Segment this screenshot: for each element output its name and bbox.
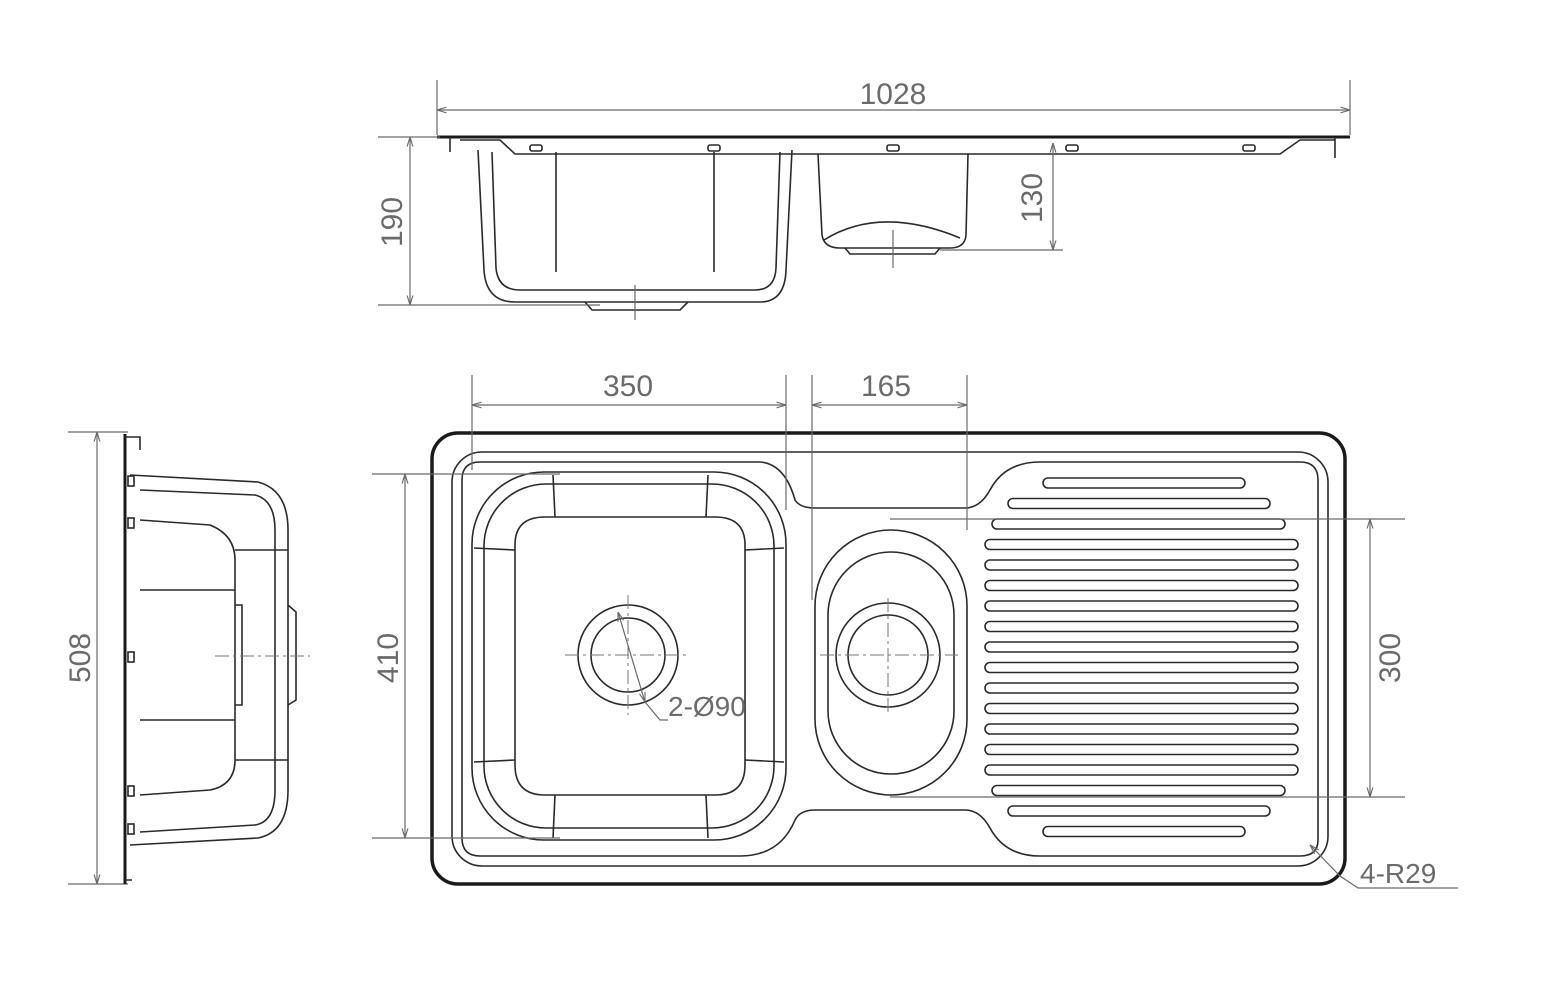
overall-width-label: 508 bbox=[64, 633, 97, 683]
small-bowl-length-label: 300 bbox=[1374, 633, 1407, 683]
overall-length-label: 1028 bbox=[860, 78, 927, 111]
drainer-rib bbox=[991, 784, 1286, 797]
plan-view: 2-Ø90 350 165 410 300 4-R29 bbox=[372, 370, 1458, 889]
side-elevation-view: 1028 190 130 bbox=[376, 78, 1351, 320]
large-bowl-width-label: 350 bbox=[603, 370, 653, 403]
large-bowl bbox=[471, 471, 787, 841]
drainer-rib bbox=[984, 538, 1299, 551]
drainer-rib bbox=[1007, 497, 1271, 510]
drainer-rib bbox=[1042, 825, 1246, 838]
small-bowl-profile bbox=[817, 153, 969, 249]
drainer-rib bbox=[984, 702, 1299, 715]
drainer-rib bbox=[984, 641, 1299, 653]
drainer-rib bbox=[984, 600, 1299, 612]
overall-depth-label: 190 bbox=[376, 197, 409, 247]
sink-outline bbox=[430, 431, 1347, 886]
drainer-rib bbox=[1007, 805, 1271, 817]
drainer-rib bbox=[984, 620, 1299, 633]
drainer-rib bbox=[991, 518, 1286, 530]
drainer-rib bbox=[984, 743, 1299, 756]
small-bowl-depth-label: 130 bbox=[1016, 173, 1049, 223]
bowl-length-label: 410 bbox=[372, 633, 405, 683]
drainer-rib bbox=[984, 723, 1299, 735]
drainer-rib bbox=[984, 682, 1299, 694]
large-bowl-profile bbox=[477, 149, 793, 303]
drainer-rib bbox=[984, 579, 1299, 592]
corner-radius-label: 4-R29 bbox=[1360, 858, 1436, 889]
drainer-ribs bbox=[984, 477, 1299, 838]
end-elevation-view: 508 bbox=[64, 431, 310, 885]
drainer-rib bbox=[984, 764, 1299, 776]
drainer-rib bbox=[1042, 477, 1246, 489]
small-bowl bbox=[814, 529, 968, 796]
drainer-rib bbox=[984, 661, 1299, 674]
waste-diameter-label: 2-Ø90 bbox=[668, 691, 746, 722]
small-bowl-width-label: 165 bbox=[861, 370, 911, 403]
drainer-rib bbox=[984, 559, 1299, 571]
